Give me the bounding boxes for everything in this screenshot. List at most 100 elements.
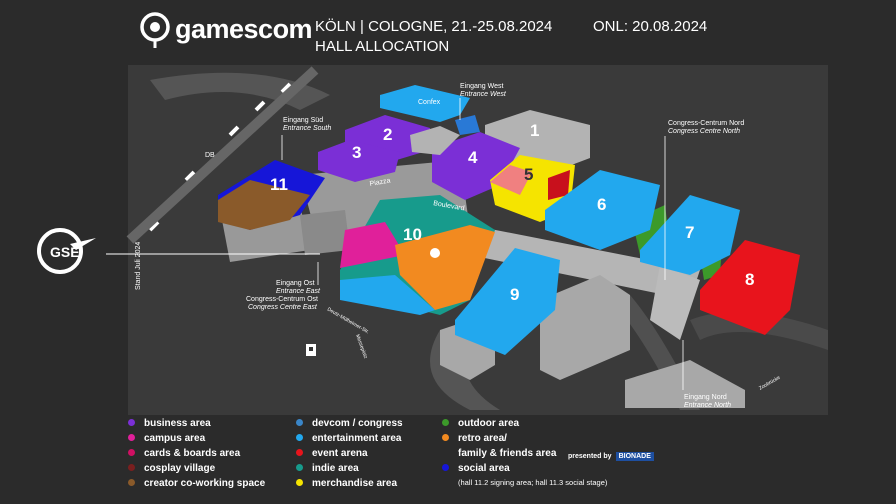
cc-north-label-en: Congress Centre North — [668, 128, 740, 135]
legend-label: cards & boards area — [144, 448, 241, 459]
location-marker-icon — [430, 248, 440, 258]
legend-item: event arena — [296, 448, 403, 463]
congress-centre-north — [650, 265, 700, 340]
hall-10-campus-zone — [340, 222, 405, 268]
legend-label: indie area — [312, 463, 359, 474]
legend-dot-icon — [296, 418, 303, 426]
legend-label: merchandise area — [312, 478, 398, 489]
legend-label: retro area/ — [458, 433, 507, 444]
legend-item: cards & boards area — [128, 448, 265, 463]
onl-date: ONL: 20.08.2024 — [593, 18, 708, 35]
legend-dot-icon — [128, 418, 135, 426]
legend-dot-icon — [128, 433, 135, 441]
gse-logo-icon: GSE — [37, 228, 96, 274]
hall-11-creator-zone — [218, 180, 310, 230]
legend-item: family & friends area — [442, 448, 607, 463]
legend-item: business area — [128, 418, 265, 433]
congress-centre-east — [300, 210, 350, 255]
entrance-south-label-en: Entrance South — [283, 125, 331, 132]
legend-label: cosplay village — [144, 463, 216, 474]
legend-dot-icon — [442, 463, 449, 471]
legend-item: indie area — [296, 463, 403, 478]
legend-column-3: outdoor area retro area/family & friends … — [442, 418, 607, 487]
legend-label: creator co-working space — [144, 478, 266, 489]
legend-label: social area — [458, 463, 510, 474]
legend-item: creator co-working space — [128, 478, 265, 493]
legend-label: business area — [144, 418, 211, 429]
confex-label: Confex — [418, 99, 441, 106]
hall-map: Confex 1 2 3 4 5 6 7 8 9 10 11 Eingang W… — [106, 65, 828, 415]
legend-dot-icon — [296, 463, 303, 471]
cc-east-label-en: Congress Centre East — [248, 304, 318, 311]
legend: business area campus area cards & boards a… — [128, 418, 688, 498]
hall-9-number: 9 — [510, 285, 519, 304]
header: gamescom KÖLN | COLOGNE, 21.-25.08.2024 … — [135, 10, 755, 58]
hall-5-retro-zone — [490, 165, 532, 195]
legend-item: entertainment area — [296, 433, 403, 448]
cc-east-label: Congress-Centrum Ost — [246, 296, 318, 303]
legend-item: devcom / congress — [296, 418, 403, 433]
legend-dot-icon — [128, 448, 135, 456]
boulevard-walkway — [470, 225, 700, 300]
entrance-south-label: Eingang Süd — [283, 117, 323, 124]
hall-10-number: 10 — [403, 225, 422, 244]
legend-item: cosplay village — [128, 463, 265, 478]
cc-north-label: Congress-Centrum Nord — [668, 120, 744, 127]
location-line: KÖLN | COLOGNE, 21.-25.08.2024 — [315, 18, 553, 35]
legend-column-2: devcom / congress entertainment area event… — [296, 418, 403, 493]
building — [540, 275, 630, 380]
entrance-north-label: Eingang Nord — [684, 394, 727, 401]
hall-2-number: 2 — [383, 125, 392, 144]
hall-5-number: 5 — [524, 165, 533, 184]
legend-item: outdoor area — [442, 418, 607, 433]
hall-8 — [700, 240, 800, 335]
brand-name: gamescom — [175, 14, 313, 44]
hall-9 — [455, 248, 560, 355]
legend-dot-icon — [296, 448, 303, 456]
hall-3 — [318, 140, 400, 182]
entrance-east-label-en: Entrance East — [276, 288, 321, 295]
hall-4-number: 4 — [468, 148, 478, 167]
legend-label: family & friends area — [458, 448, 557, 459]
legend-dot-icon — [442, 433, 449, 441]
social-area-note: (hall 11.2 signing area; hall 11.3 socia… — [458, 478, 608, 487]
hall-5-event-zone — [548, 170, 570, 200]
svg-text:GSE: GSE — [50, 244, 80, 260]
hall-8-number: 8 — [745, 270, 754, 289]
confex-building — [380, 85, 470, 122]
stand-date: Stand Juli 2024 — [135, 241, 142, 290]
hall-connector — [410, 126, 460, 155]
piazza-label: Piazza — [369, 177, 391, 188]
legend-dot-icon — [128, 463, 135, 471]
hall-7-number: 7 — [685, 223, 694, 242]
legend-dot-icon — [442, 418, 449, 426]
hall-1-number: 1 — [530, 121, 539, 140]
legend-column-1: business area campus area cards & boards a… — [128, 418, 265, 493]
legend-item: campus area — [128, 433, 265, 448]
rail-track — [126, 66, 319, 244]
entrance-north-label-en: Entrance North — [684, 402, 731, 409]
legend-label: outdoor area — [458, 418, 520, 429]
legend-label: event arena — [312, 448, 368, 459]
legend-item: social area — [442, 463, 607, 478]
legend-label: devcom / congress — [312, 418, 403, 429]
entrance-west-building — [455, 115, 480, 135]
entrance-east-label: Eingang Ost — [276, 280, 315, 287]
page-title: HALL ALLOCATION — [315, 38, 450, 55]
entrance-west-label-en: Entrance West — [460, 91, 507, 98]
legend-dot-icon — [296, 433, 303, 441]
gamescom-logo-icon — [140, 12, 170, 48]
hall-11-number: 11 — [270, 175, 288, 194]
entrance-west-label: Eingang West — [460, 83, 504, 90]
legend-dot-icon — [296, 478, 303, 486]
db-label: DB — [205, 152, 215, 159]
hall-6-number: 6 — [597, 195, 606, 214]
hall-6 — [545, 170, 660, 250]
hall-10-retro-zone — [395, 225, 495, 310]
legend-label: campus area — [144, 433, 206, 444]
hall-3-number: 3 — [352, 143, 361, 162]
legend-item: merchandise area — [296, 478, 403, 493]
legend-label: entertainment area — [312, 433, 402, 444]
hall-10-entertainment-zone — [340, 275, 435, 315]
